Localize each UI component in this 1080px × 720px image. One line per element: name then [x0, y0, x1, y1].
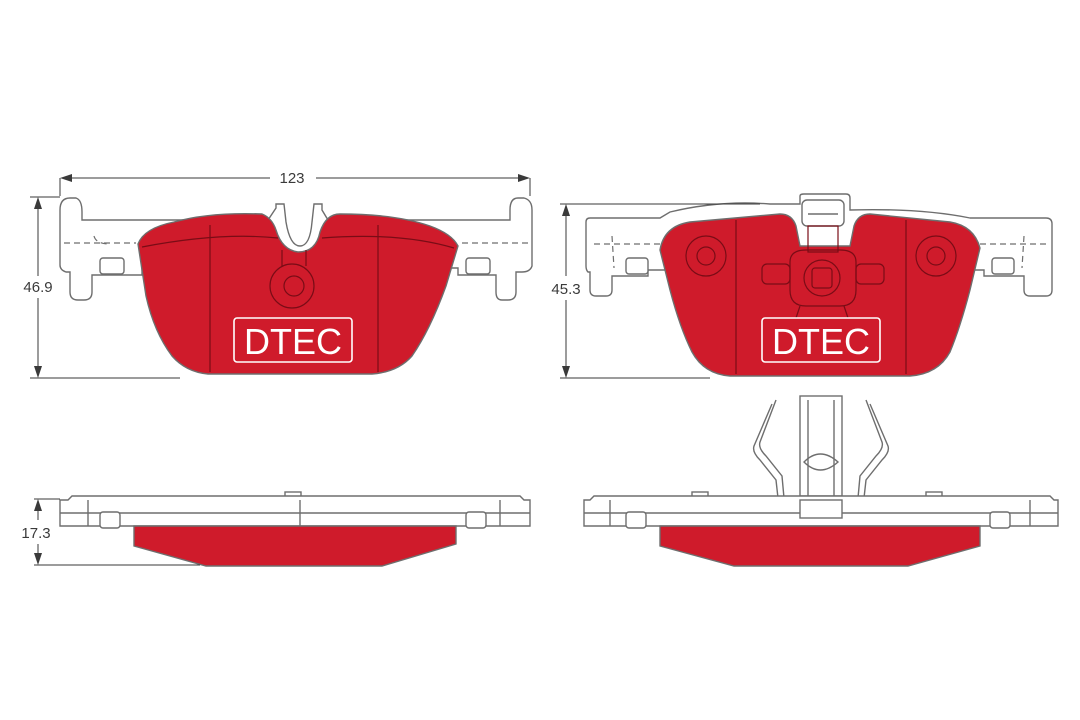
sensor-stem [807, 225, 839, 253]
left-pad-hole-outer [269, 263, 315, 309]
right-side-friction-material [659, 525, 981, 567]
right-pad-side-view [583, 395, 1059, 567]
left-pad-hole-inner [283, 275, 305, 297]
right-pad-front-view: DTEC [585, 193, 1053, 377]
left-pad-dashed-contour [64, 235, 528, 245]
right-pad-hole-right-inner [926, 246, 946, 266]
thickness-label: 17.3 [21, 525, 50, 542]
right-side-clip-left [625, 511, 647, 529]
width-dimension-label: 123 [279, 170, 304, 187]
wear-clip-tab [799, 395, 843, 497]
left-height-label: 46.9 [23, 279, 52, 296]
right-pad-backing-plate [585, 193, 1053, 297]
right-pad-hole-left-outer [685, 235, 727, 277]
right-pad-hole-right-outer [915, 235, 957, 277]
left-pad-ear-right [465, 257, 491, 275]
left-dtec-logo: DTEC [244, 321, 342, 362]
right-pad-friction-material [659, 213, 981, 377]
wear-clip-window [803, 453, 840, 471]
sensor-lug-right [855, 263, 885, 285]
left-pad-chamfer-line [141, 235, 455, 249]
left-pad-front-view: DTEC [59, 197, 533, 375]
right-pad-ear-left [625, 257, 649, 275]
sensor-lug-left [761, 263, 791, 285]
left-side-friction-material [133, 525, 457, 567]
right-side-clip-right [989, 511, 1011, 529]
right-pad-dashed-contour [594, 235, 1046, 269]
sensor-knob [803, 259, 841, 297]
left-pad-side-view [59, 491, 531, 567]
right-dtec-logo: DTEC [772, 321, 870, 362]
width-dimension: 123 [59, 170, 531, 196]
left-pad-ear-left [99, 257, 125, 275]
right-dtec-logo-box [761, 317, 881, 363]
wear-clip-left-spring [752, 399, 785, 499]
thickness-dimension: 17.3 [21, 498, 200, 566]
sensor-clip-top [801, 199, 845, 227]
right-height-dimension: 45.3 [551, 203, 760, 379]
right-height-label: 45.3 [551, 281, 580, 298]
left-dtec-logo-box [233, 317, 353, 363]
left-side-clip-left [99, 511, 121, 529]
left-height-dimension: 46.9 [23, 196, 180, 379]
wear-clip-right-spring [857, 399, 890, 499]
right-pad-hole-left-inner [696, 246, 716, 266]
right-side-sensor-base [799, 499, 843, 519]
left-side-backing-plate [59, 495, 531, 527]
right-pad-ear-right [991, 257, 1015, 275]
sensor-body [789, 249, 857, 307]
left-side-clip-right [465, 511, 487, 529]
